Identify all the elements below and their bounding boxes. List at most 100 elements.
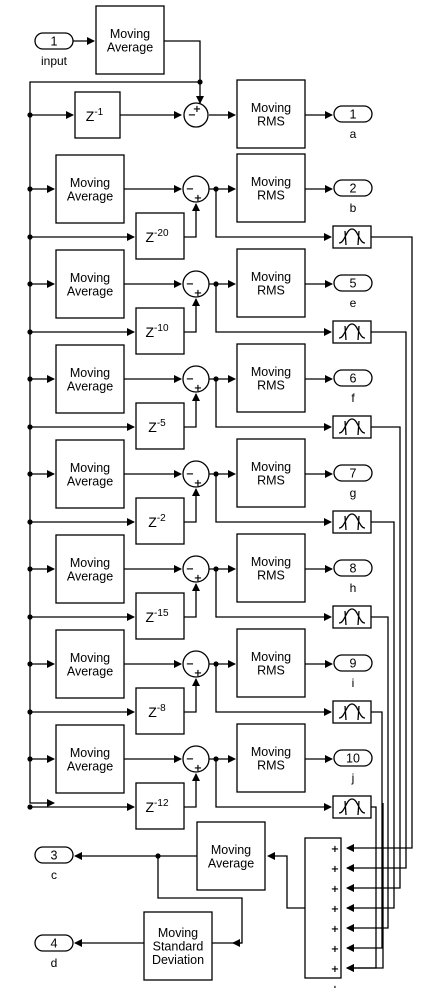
filter-mark-icon — [357, 705, 360, 721]
signal-line — [267, 852, 305, 909]
port-number: 6 — [350, 372, 357, 386]
delay-text: Z-10 — [145, 323, 168, 340]
moving-average-6-label: Average — [67, 569, 113, 583]
moving-rms-3-body — [236, 248, 306, 318]
moving-average-8-body — [55, 724, 125, 794]
sum-block-6[interactable] — [182, 555, 210, 583]
output-port-a[interactable]: 1a — [333, 105, 373, 141]
port-label: b — [350, 201, 357, 215]
port-label: input — [41, 54, 68, 68]
sum-sign: − — [186, 469, 194, 480]
output-port-i[interactable]: 9i — [333, 654, 373, 690]
filter-block-6[interactable] — [332, 605, 372, 629]
sum-block-1[interactable] — [183, 102, 209, 128]
sum-block-7-body — [182, 650, 210, 678]
sum-of-elements-block[interactable]: ++++++++ — [304, 837, 342, 988]
port-number: 4 — [51, 937, 58, 951]
output-port-b-body — [333, 179, 373, 197]
delay-block-3[interactable]: Z-10 — [135, 307, 185, 355]
sum-block-4[interactable] — [182, 365, 210, 393]
delay-block-4[interactable]: Z-5 — [135, 402, 185, 450]
output-moving-average-label: Average — [208, 856, 254, 870]
filter-mark-icon — [344, 515, 347, 531]
moving-rms-7-label: RMS — [257, 663, 285, 677]
moving-rms-4-body — [236, 343, 306, 413]
moving-rms-2-body — [236, 153, 306, 223]
sum-block-2[interactable] — [182, 175, 210, 203]
output-port-c[interactable]: 3c — [34, 846, 74, 882]
signal-line — [184, 298, 200, 333]
output-port-j[interactable]: 10j — [333, 749, 373, 785]
delay-block-8[interactable]: Z-12 — [135, 782, 185, 830]
port-number: 7 — [350, 467, 357, 481]
port-number: 2 — [350, 182, 357, 196]
moving-average-3-label: Moving — [70, 271, 110, 285]
sum-sign: + — [194, 288, 202, 299]
moving-average-2-label: Moving — [70, 176, 110, 190]
sum-sign: − — [186, 564, 194, 575]
sum-sign: − — [186, 659, 194, 670]
output-port-e[interactable]: 5e — [333, 274, 373, 310]
port-label: j — [351, 771, 355, 785]
moving-average-6-body — [55, 534, 125, 604]
filter-block-8[interactable] — [332, 795, 372, 819]
signal-line — [184, 678, 200, 713]
sum-block-5[interactable] — [182, 460, 210, 488]
output-port-j-body — [333, 749, 373, 767]
output-port-b[interactable]: 2b — [333, 179, 373, 215]
filter-block-2[interactable] — [332, 225, 372, 249]
sum-sign: + — [331, 964, 339, 975]
delay-text: Z-1 — [86, 107, 104, 124]
sum-block-8[interactable] — [182, 745, 210, 773]
signal-line — [29, 81, 200, 807]
sum-block-7[interactable] — [182, 650, 210, 678]
filter-mark-icon — [344, 800, 347, 816]
output-port-d[interactable]: 4d — [34, 934, 74, 970]
moving-rms-6-body — [236, 533, 306, 603]
moving-average-3-body — [55, 249, 125, 319]
output-port-h[interactable]: 8h — [333, 559, 373, 595]
filter-block-5[interactable] — [332, 510, 372, 534]
moving-rms-8-body — [236, 723, 306, 793]
output-port-f[interactable]: 6f — [333, 369, 373, 405]
filter-block-4[interactable] — [332, 415, 372, 439]
filter-block-4-body — [332, 415, 372, 439]
delay-block-7[interactable]: Z-8 — [135, 687, 185, 735]
signal-line — [346, 616, 389, 932]
delay-block-6[interactable]: Z-15 — [135, 592, 185, 640]
sum-block-3[interactable] — [182, 270, 210, 298]
output-port-i-body — [333, 654, 373, 672]
delay-block-5[interactable]: Z-2 — [135, 497, 185, 545]
sum-sign: + — [194, 668, 202, 679]
delay-block-2[interactable]: Z-20 — [135, 212, 185, 260]
sum-sign: + — [194, 763, 202, 774]
moving-average-4-label: Moving — [70, 366, 110, 380]
port-label: i — [352, 676, 355, 690]
filter-block-7[interactable] — [332, 700, 372, 724]
output-port-g[interactable]: 7g — [333, 464, 373, 500]
filter-block-3[interactable] — [332, 320, 372, 344]
filter-block-6-body — [332, 605, 372, 629]
output-port-e-body — [333, 274, 373, 292]
sum-block-6-body — [182, 555, 210, 583]
delay-block-1[interactable]: Z-1 — [74, 91, 121, 139]
